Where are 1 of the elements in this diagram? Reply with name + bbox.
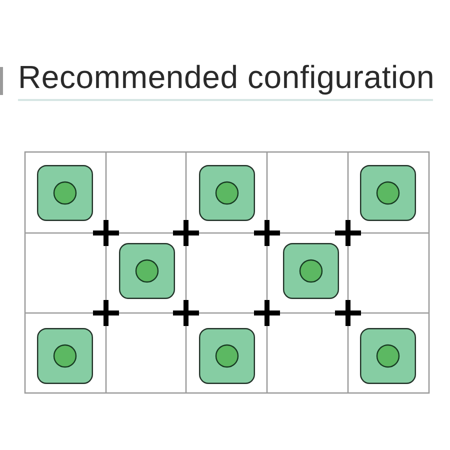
title: Recommended configuration [18,58,435,97]
